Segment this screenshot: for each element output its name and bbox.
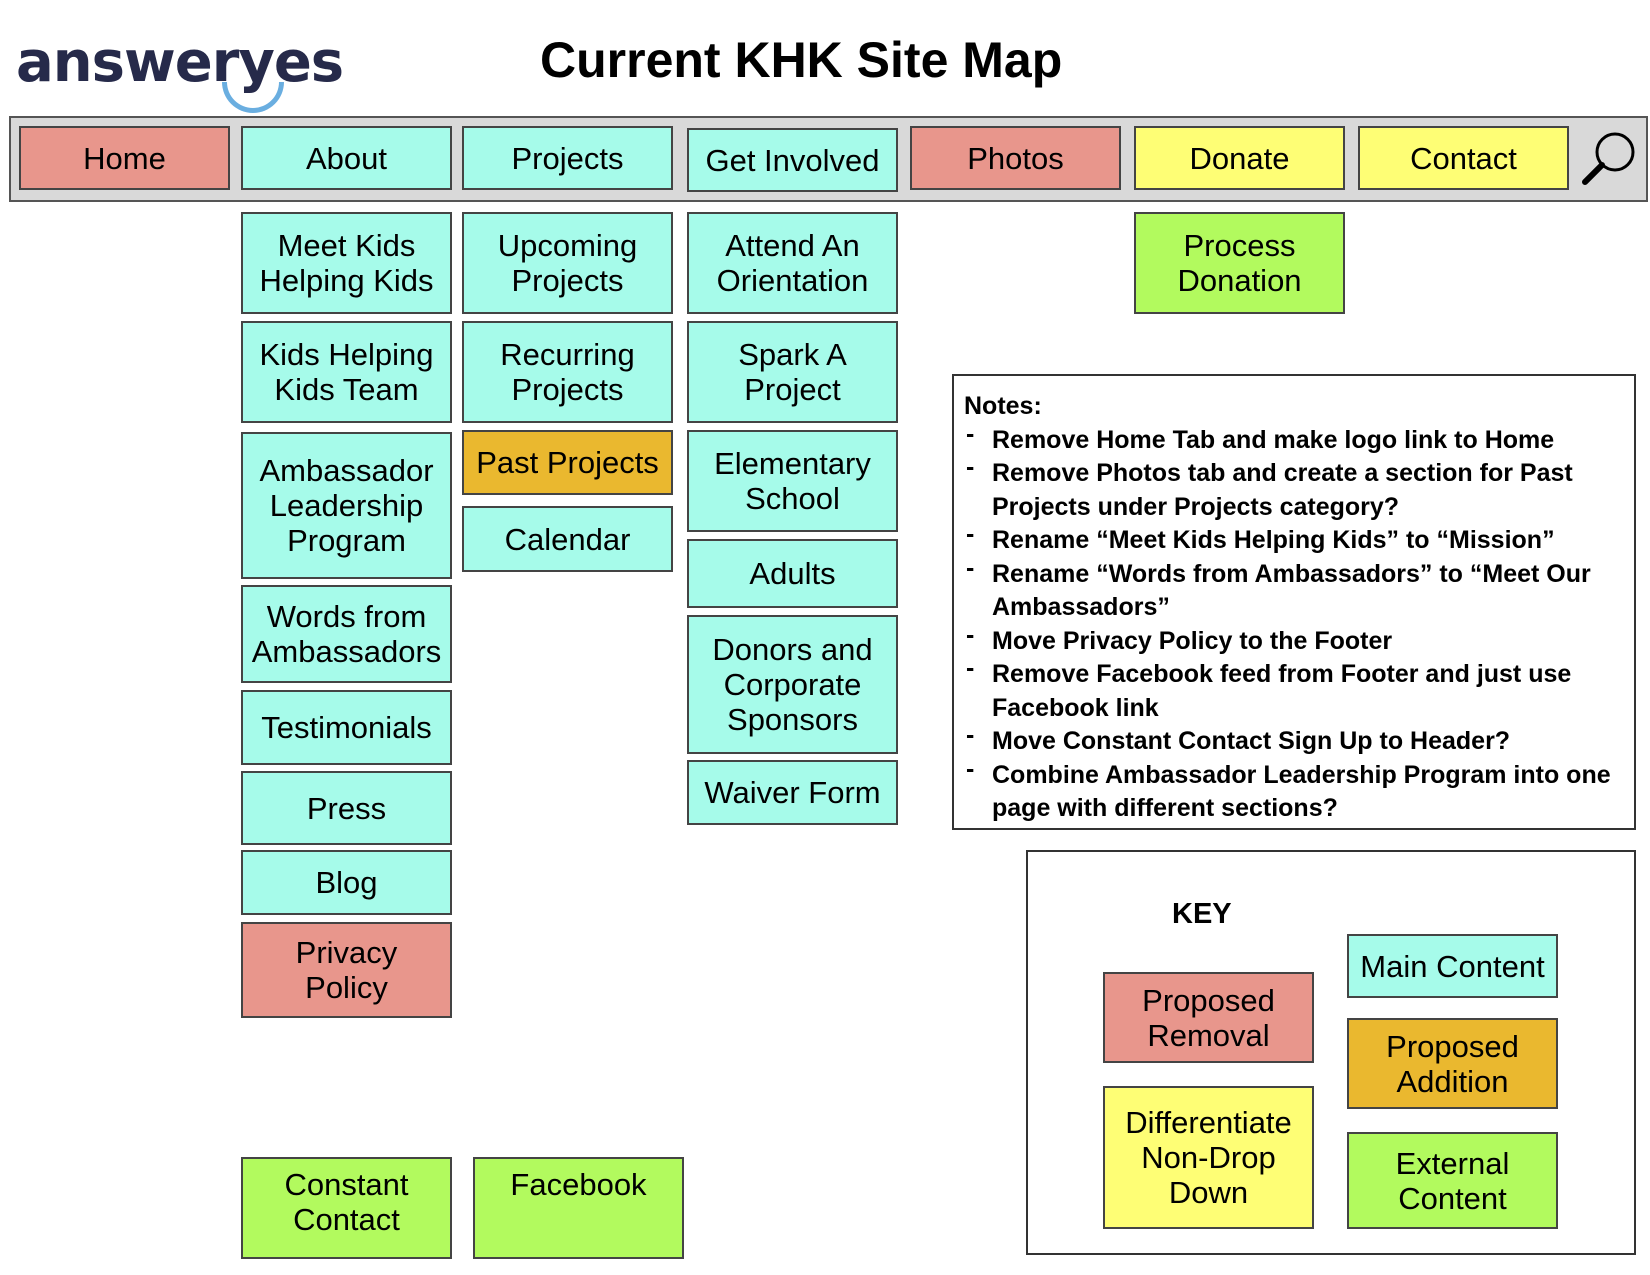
nav-tab-label: Home (83, 140, 166, 176)
nav-tab-home[interactable]: Home (19, 126, 230, 190)
note-item: Move Privacy Policy to the Footer (964, 619, 1624, 659)
key-swatch-label: Main Content (1360, 948, 1545, 984)
about-item-meet-kids-helping-kids[interactable]: Meet Kids Helping Kids (241, 212, 452, 314)
nav-tab-label: Contact (1410, 140, 1517, 176)
key-swatch-differentiate-non-drop-down: Differentiate Non-Drop Down (1103, 1086, 1314, 1229)
about-item-label: Privacy Policy (295, 935, 398, 1005)
nav-tab-get-involved[interactable]: Get Involved (687, 128, 898, 192)
key-swatch-label: Proposed Removal (1142, 982, 1275, 1053)
donate-item-process-donation[interactable]: Process Donation (1134, 212, 1345, 314)
nav-tab-photos[interactable]: Photos (910, 126, 1121, 190)
projects-item-recurring-projects[interactable]: Recurring Projects (462, 321, 673, 423)
logo-text: answeryes (16, 30, 344, 95)
key-swatch-proposed-removal: Proposed Removal (1103, 972, 1314, 1063)
get-involved-item-attend-an-orientation[interactable]: Attend An Orientation (687, 212, 898, 314)
get-involved-item-waiver-form[interactable]: Waiver Form (687, 760, 898, 825)
external-item-label: Facebook (510, 1167, 647, 1202)
get-involved-item-label: Waiver Form (704, 775, 881, 810)
get-involved-item-label: Spark A Project (738, 337, 847, 407)
note-item: Rename “Meet Kids Helping Kids” to “Miss… (964, 518, 1624, 558)
external-item-constant-contact[interactable]: Constant Contact (241, 1157, 452, 1259)
key-swatch-label: Differentiate Non-Drop Down (1125, 1105, 1292, 1210)
external-item-facebook[interactable]: Facebook (473, 1157, 684, 1259)
donate-item-label: Process Donation (1177, 228, 1302, 298)
about-item-label: Words from Ambassadors (251, 599, 442, 669)
projects-item-label: Past Projects (476, 445, 659, 480)
key-swatch-proposed-addition: Proposed Addition (1347, 1018, 1558, 1109)
get-involved-item-label: Attend An Orientation (716, 228, 869, 298)
projects-item-calendar[interactable]: Calendar (462, 506, 673, 572)
projects-item-label: Upcoming Projects (497, 228, 638, 298)
key-legend (1026, 850, 1636, 1255)
key-title: KEY (1172, 898, 1232, 930)
about-item-label: Testimonials (261, 710, 432, 745)
about-item-label: Meet Kids Helping Kids (259, 228, 434, 298)
note-item: Remove Facebook feed from Footer and jus… (964, 652, 1624, 725)
nav-tab-label: Photos (967, 140, 1064, 176)
projects-item-label: Recurring Projects (500, 337, 635, 407)
key-swatch-external-content: External Content (1347, 1132, 1558, 1229)
about-item-words-from-ambassadors[interactable]: Words from Ambassadors (241, 585, 452, 683)
about-item-label: Blog (315, 865, 378, 900)
projects-item-upcoming-projects[interactable]: Upcoming Projects (462, 212, 673, 314)
get-involved-item-label: Adults (749, 556, 836, 591)
nav-tab-label: Donate (1189, 140, 1290, 176)
key-swatch-main-content: Main Content (1347, 934, 1558, 998)
about-item-label: Ambassador Leadership Program (259, 453, 434, 558)
about-item-ambassador-leadership-program[interactable]: Ambassador Leadership Program (241, 432, 452, 579)
note-item: Remove Photos tab and create a section f… (964, 451, 1624, 524)
page-title: Current KHK Site Map (540, 32, 1063, 88)
about-item-kids-helping-kids-team[interactable]: Kids Helping Kids Team (241, 321, 452, 423)
note-item: Move Constant Contact Sign Up to Header? (964, 719, 1624, 759)
get-involved-item-spark-a-project[interactable]: Spark A Project (687, 321, 898, 423)
about-item-label: Kids Helping Kids Team (259, 337, 434, 407)
notes-heading: Notes: (964, 392, 1042, 420)
search-icon[interactable] (1581, 128, 1641, 188)
projects-item-past-projects[interactable]: Past Projects (462, 430, 673, 495)
get-involved-item-donors-and-corporate-sponsors[interactable]: Donors and Corporate Sponsors (687, 615, 898, 754)
note-item: Remove Home Tab and make logo link to Ho… (964, 418, 1624, 458)
nav-tab-projects[interactable]: Projects (462, 126, 673, 190)
about-item-blog[interactable]: Blog (241, 850, 452, 915)
note-item: Rename “Words from Ambassadors” to “Meet… (964, 552, 1624, 625)
key-swatch-label: Proposed Addition (1386, 1028, 1519, 1099)
notes-list: Remove Home Tab and make logo link to Ho… (964, 418, 1624, 826)
note-item: Combine Ambassador Leadership Program in… (964, 753, 1624, 826)
external-item-label: Constant Contact (284, 1167, 409, 1237)
get-involved-item-label: Donors and Corporate Sponsors (712, 632, 873, 737)
logo-smile-mark (222, 82, 284, 113)
notes-panel: Notes: Remove Home Tab and make logo lin… (952, 374, 1636, 830)
get-involved-item-adults[interactable]: Adults (687, 539, 898, 608)
nav-tab-label: About (305, 140, 387, 176)
about-item-testimonials[interactable]: Testimonials (241, 690, 452, 765)
nav-tab-label: Projects (511, 140, 624, 176)
about-item-press[interactable]: Press (241, 771, 452, 845)
nav-tab-donate[interactable]: Donate (1134, 126, 1345, 190)
get-involved-item-elementary-school[interactable]: Elementary School (687, 430, 898, 532)
nav-tab-label: Get Involved (705, 142, 880, 178)
nav-tab-about[interactable]: About (241, 126, 452, 190)
about-item-label: Press (306, 790, 387, 826)
nav-tab-contact[interactable]: Contact (1358, 126, 1569, 190)
get-involved-item-label: Elementary School (714, 446, 871, 516)
key-swatch-label: External Content (1395, 1145, 1510, 1216)
about-item-privacy-policy[interactable]: Privacy Policy (241, 922, 452, 1018)
projects-item-label: Calendar (504, 521, 631, 557)
answeryes-logo[interactable]: answeryes (16, 28, 346, 113)
